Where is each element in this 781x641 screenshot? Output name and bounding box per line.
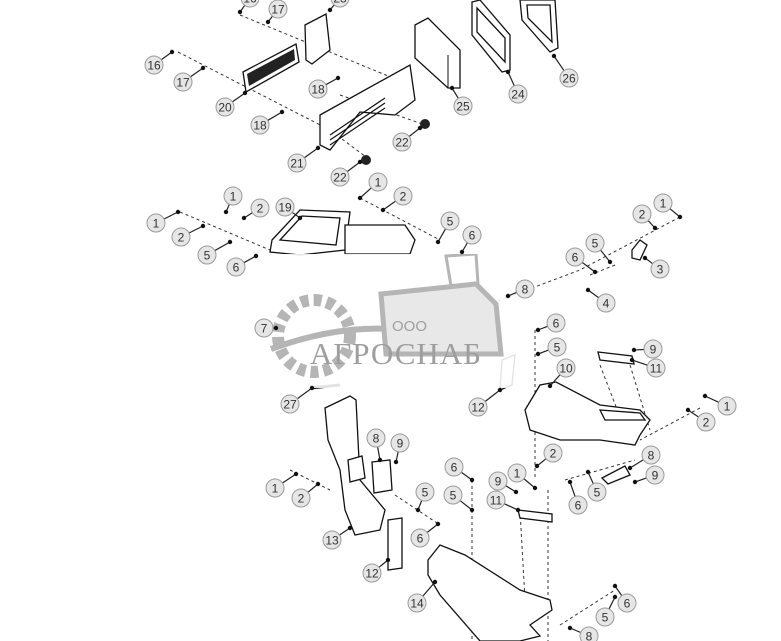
part-21-cover (319, 63, 416, 151)
part-22-nut (420, 119, 430, 129)
part-14-duct (427, 544, 553, 641)
part-8-vent (371, 459, 393, 494)
part-23 (304, 12, 331, 65)
part-10-duct (524, 381, 651, 446)
part-20-filter (242, 43, 300, 94)
part-12-vent (387, 517, 403, 571)
part-24-frame (471, 0, 511, 73)
part-8-vent (600, 465, 631, 485)
part-25-block (414, 17, 461, 89)
part-13-duct (324, 395, 386, 536)
part-3-bracket (631, 239, 648, 261)
part-22-nut (361, 155, 371, 165)
watermark-backdrop (246, 252, 534, 388)
part-19-duct (269, 209, 416, 256)
part-11-grille (517, 351, 635, 523)
watermark-brand: АГРОСНАБ (310, 336, 482, 371)
part-26-frame (519, 0, 559, 53)
watermark-prefix: ООО (392, 318, 428, 335)
parts-drawing (177, 0, 701, 641)
watermark-logo-gear-icon (269, 252, 504, 378)
